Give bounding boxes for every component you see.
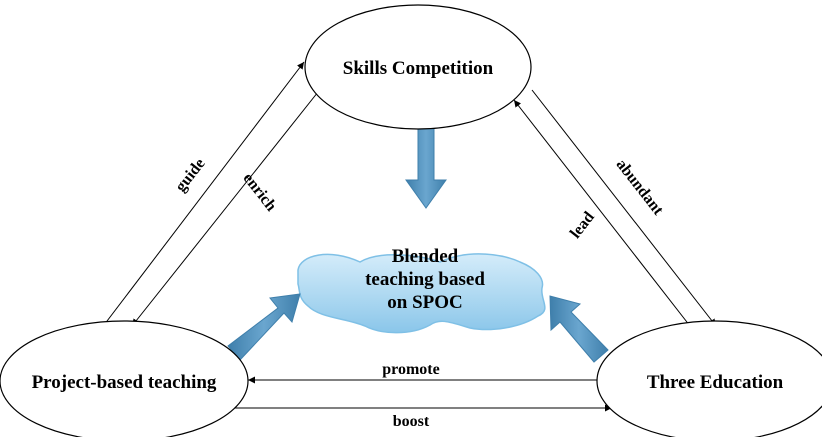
left-up-block-arrow xyxy=(227,293,301,361)
node-three-education-label: Three Education xyxy=(647,372,784,393)
node-project-based-teaching: Project-based teaching xyxy=(0,320,249,437)
promote-label: promote xyxy=(382,361,439,378)
lead-label: lead xyxy=(567,209,598,242)
lead-arrow xyxy=(513,99,691,327)
enrich-arrow xyxy=(131,91,319,327)
node-skills-competition-label: Skills Competition xyxy=(343,58,494,79)
center-cloud-shape xyxy=(297,253,546,334)
abundant-arrow xyxy=(531,89,717,327)
right-up-block-arrow xyxy=(549,295,609,363)
center-label-line-2: teaching based xyxy=(365,269,485,290)
boost-label: boost xyxy=(393,413,430,430)
guide-label: guide xyxy=(172,155,208,195)
guide-arrow xyxy=(103,61,305,326)
down-block-arrow xyxy=(405,123,447,209)
center-label-line-1: Blended xyxy=(392,246,459,267)
node-skills-competition: Skills Competition xyxy=(304,4,532,130)
center-label-line-3: on SPOC xyxy=(387,292,463,313)
node-three-education: Three Education xyxy=(596,320,822,437)
node-project-based-teaching-label: Project-based teaching xyxy=(32,372,217,393)
enrich-label: enrich xyxy=(239,170,279,215)
center-label: Blended teaching based on SPOC xyxy=(365,246,485,313)
abundant-label: abundant xyxy=(613,156,667,219)
